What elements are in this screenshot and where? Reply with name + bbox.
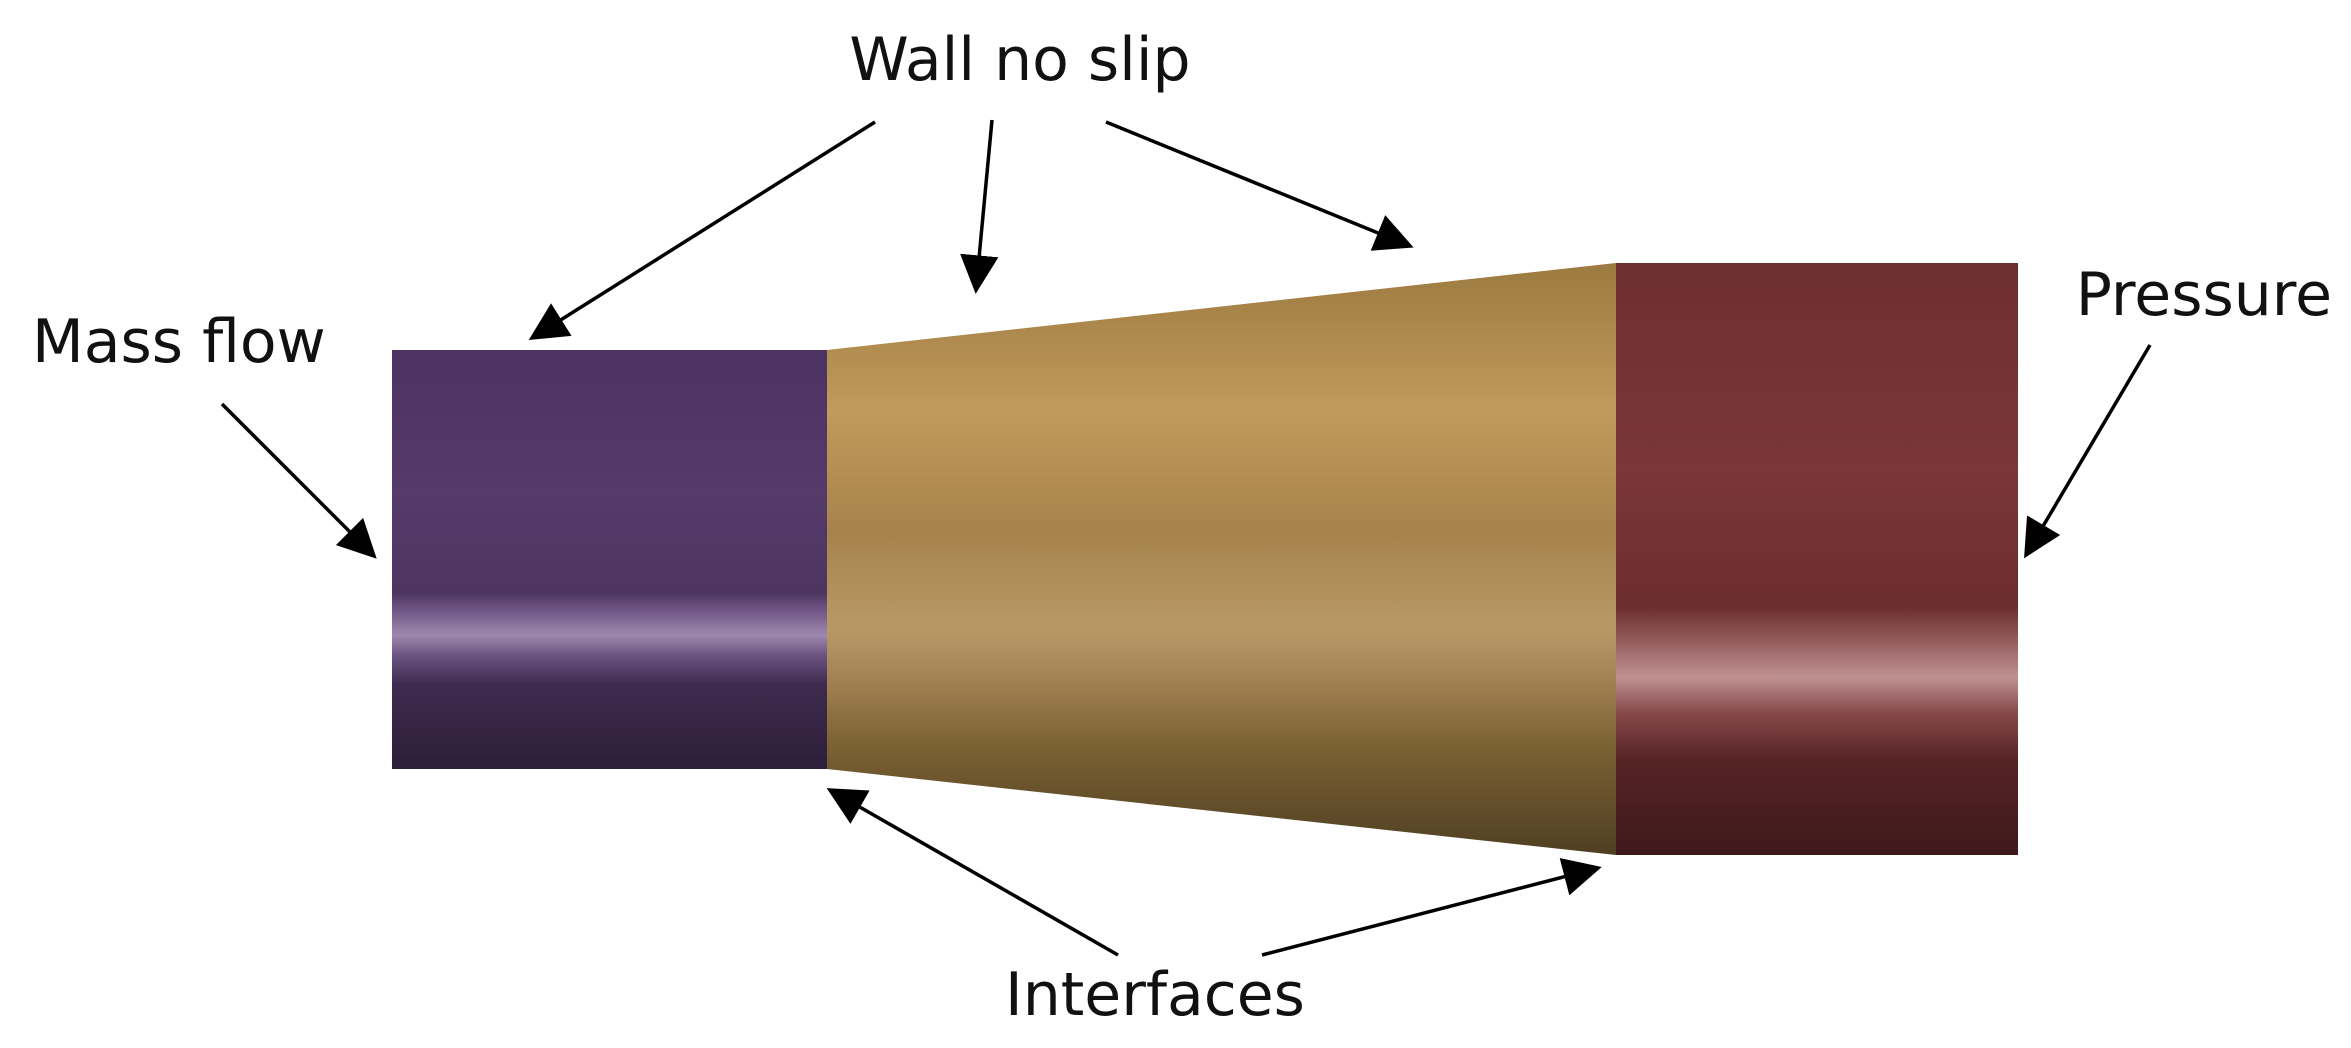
- wall-no-slip-label: Wall no slip: [849, 25, 1190, 95]
- pressure-label: Pressure: [2076, 260, 2332, 330]
- wall-arrow-right: [1105, 120, 1414, 251]
- mass-flow-arrow: [220, 402, 377, 559]
- inlet-section: [392, 350, 827, 769]
- wall-arrow-middle: [960, 119, 999, 294]
- interfaces-arrow-right: [1261, 858, 1602, 957]
- interfaces-label: Interfaces: [1005, 960, 1305, 1030]
- outlet-section: [1616, 263, 2018, 855]
- interfaces-arrow-left: [826, 788, 1119, 957]
- pressure-arrow: [2024, 344, 2152, 559]
- wall-arrow-left: [528, 120, 876, 341]
- diffuser-section: [827, 263, 1616, 855]
- mass-flow-label: Mass flow: [32, 307, 326, 377]
